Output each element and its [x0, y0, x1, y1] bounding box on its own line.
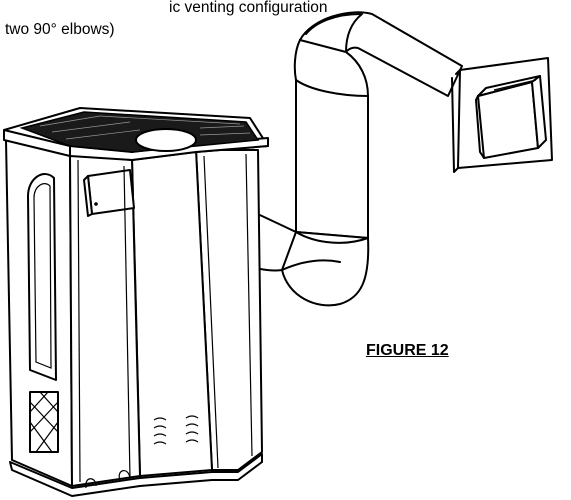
vent-pipe-vertical [293, 39, 369, 239]
caption-line-1: ic venting configuration [169, 0, 328, 16]
figure-label: FIGURE 12 [366, 342, 449, 359]
vent-slots [153, 415, 199, 445]
wall-termination-cap [451, 57, 553, 173]
pellet-stove [3, 107, 269, 497]
vent-pipe-lower-elbow [279, 231, 370, 307]
caption-line-2: two 90° elbows) [5, 21, 115, 38]
